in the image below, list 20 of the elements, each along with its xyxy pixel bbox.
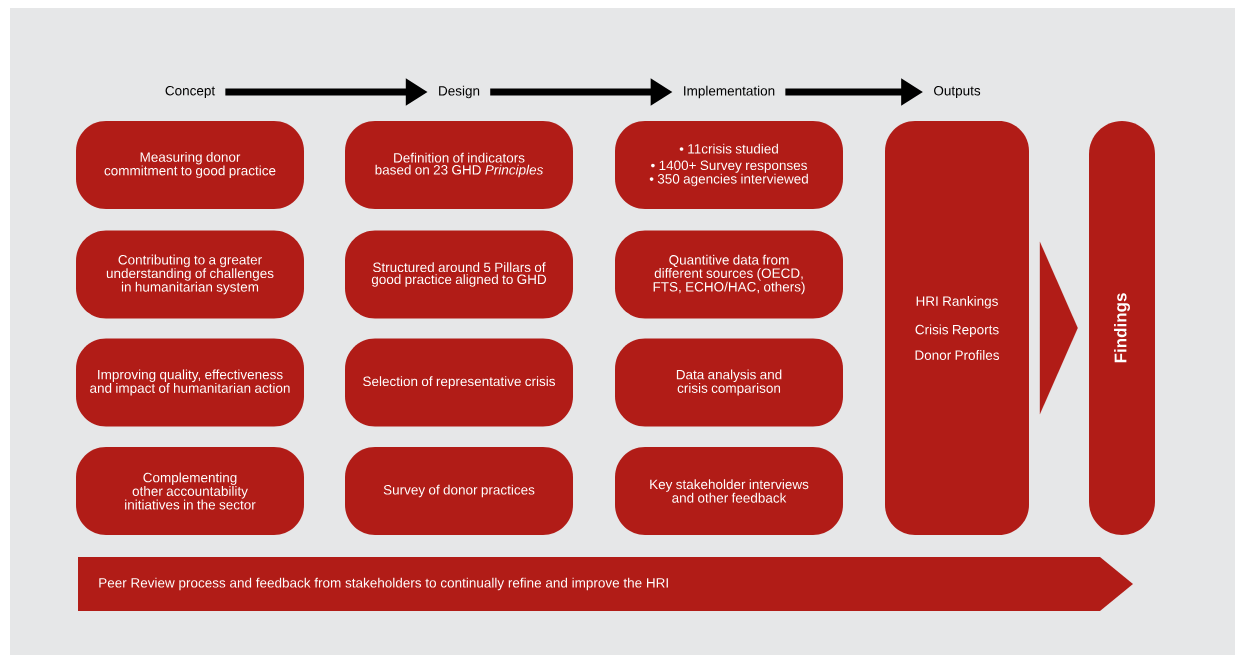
rounded-box: Quantitive data from different sources (OECD, FTS, ECHO/HAC, others) — [615, 230, 843, 319]
column-heading: Outputs — [934, 85, 981, 99]
column-heading: Implementation — [684, 85, 775, 99]
rounded-box: Key stakeholder interviews and other feedback — [615, 447, 843, 535]
rounded-box: Definition of indicators based on 23 GHD Principles — [345, 121, 573, 209]
rounded-box: Measuring donor commitment to good practice — [76, 121, 304, 209]
column-heading: Design — [439, 85, 480, 99]
rounded-box: Contributing to a greater understanding of challenges in humanitarian system — [76, 230, 304, 319]
rounded-box: Selection of representative crisis — [345, 338, 573, 427]
rounded-box: Survey of donor practices — [345, 447, 573, 535]
rounded-box: Data analysis and crisis comparison — [615, 338, 843, 427]
rounded-box: Improving quality, effectiveness and impact of humanitarian action — [76, 338, 304, 427]
column-heading: Concept — [165, 85, 216, 99]
feedback-band: Peer Review process and feedback from stakeholders to continually refine and improve the HRI — [78, 557, 1133, 611]
chevron-arrow — [1039, 241, 1078, 415]
findings-box: Findings — [1089, 121, 1155, 535]
rounded-box: Complementing other accountability initiatives in the sector — [76, 447, 304, 535]
rounded-box: • 11crisis studied • 1400+ Survey responses • 350 agencies interviewed — [615, 121, 843, 209]
rounded-box: Structured around 5 Pillars of good practice aligned to GHD — [345, 230, 573, 319]
output-box: HRI Rankings Crisis Reports Donor Profiles — [885, 121, 1029, 535]
